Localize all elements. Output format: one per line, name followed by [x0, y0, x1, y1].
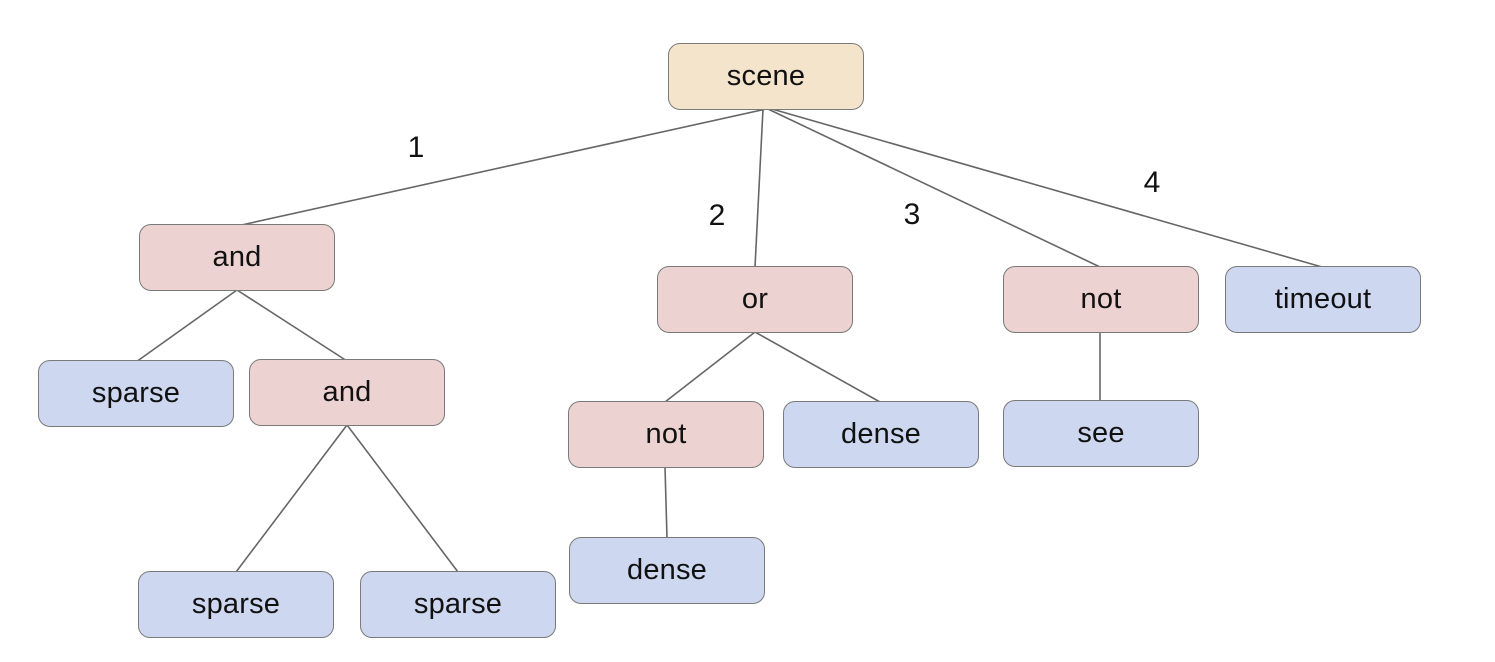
node-or: or	[657, 266, 853, 333]
node-timeout: timeout	[1225, 266, 1421, 333]
node-dense-2: dense	[569, 537, 765, 604]
edge-and2-sparse2	[346, 424, 459, 573]
node-dense-1: dense	[783, 401, 979, 468]
node-scene: scene	[668, 43, 864, 110]
edge-not-dense	[664, 466, 668, 539]
edge-and-sparse	[135, 289, 238, 363]
edge-or-dense	[754, 331, 881, 403]
edge-label-2: 2	[708, 199, 726, 232]
edge-label-4: 4	[1143, 166, 1161, 199]
edge-scene-or	[754, 108, 764, 268]
edge-label-3: 3	[903, 198, 921, 231]
edge-scene-timeout	[771, 108, 1323, 268]
node-and-1: and	[139, 224, 335, 291]
edge-label-1: 1	[407, 131, 425, 164]
edge-or-not	[664, 331, 756, 403]
node-sparse-3: sparse	[360, 571, 556, 638]
node-not-1: not	[568, 401, 764, 468]
node-and-2: and	[249, 359, 445, 426]
node-sparse-2: sparse	[138, 571, 334, 638]
node-see: see	[1003, 400, 1199, 467]
node-sparse-1: sparse	[38, 360, 234, 427]
edge-scene-and	[236, 108, 767, 227]
node-not-2: not	[1003, 266, 1199, 333]
edge-and2-sparse	[235, 424, 348, 573]
edge-scene-not	[767, 108, 1101, 268]
edge-and-and	[236, 289, 348, 362]
